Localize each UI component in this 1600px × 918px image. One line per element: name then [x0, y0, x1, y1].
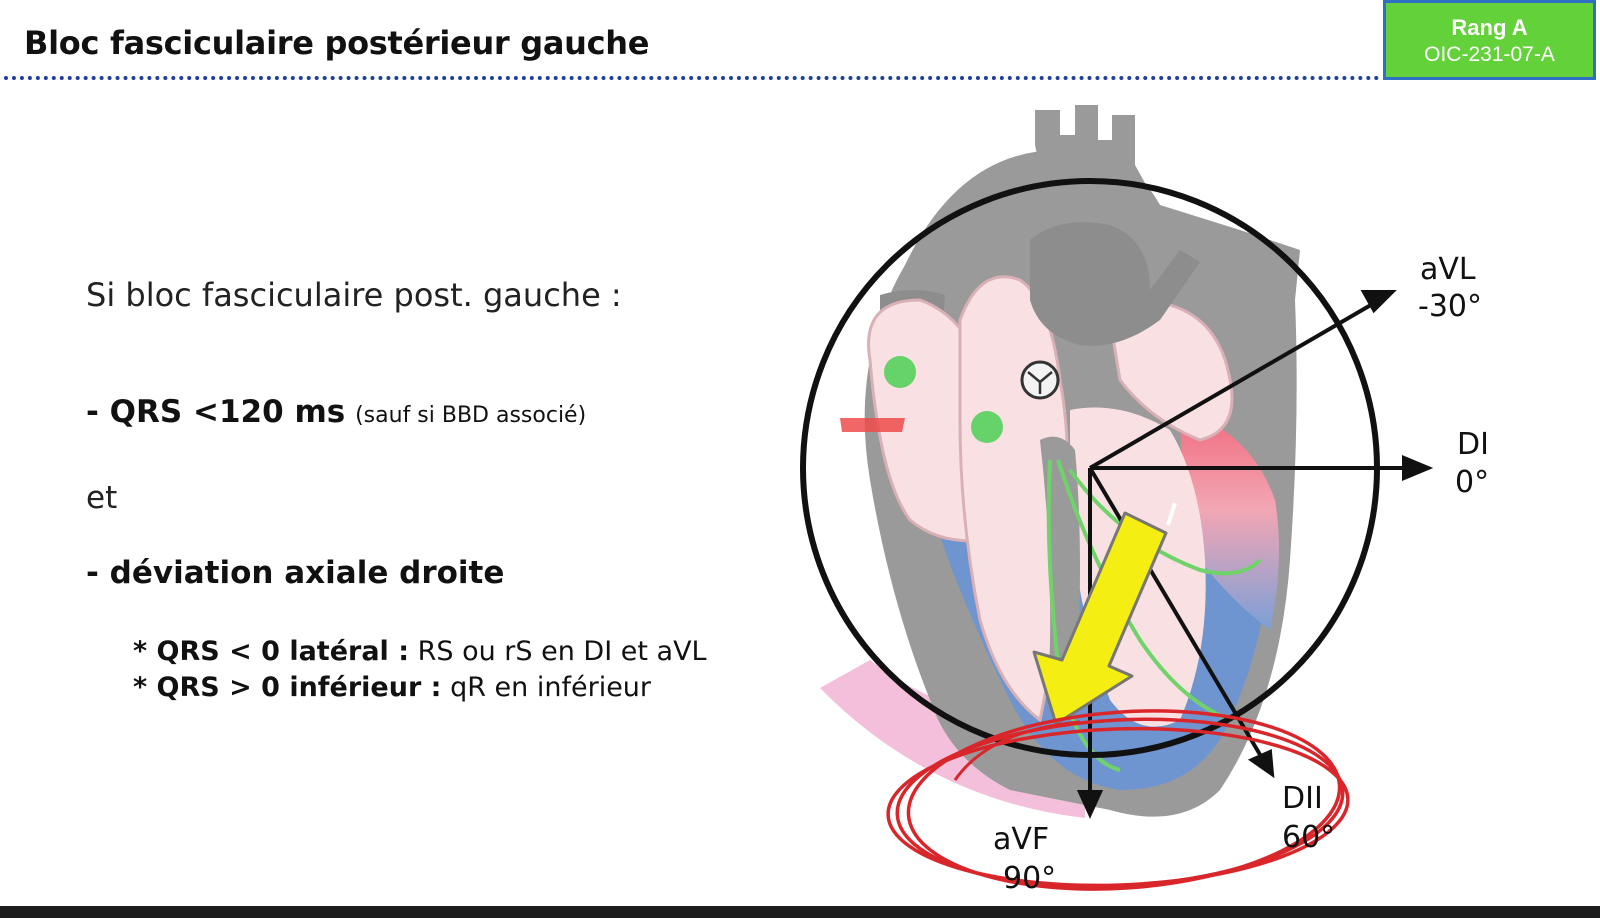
label-dii: DII: [1282, 781, 1323, 816]
bottom-bar: [0, 906, 1600, 918]
av-node: [971, 411, 1003, 443]
arrowhead-dii: [1252, 752, 1272, 774]
label-dii-angle: 60°: [1282, 820, 1335, 855]
arrowhead-di: [1404, 458, 1428, 478]
red-marker: [840, 418, 905, 432]
label-avf-angle: 90°: [1003, 861, 1056, 896]
label-avf: aVF: [993, 822, 1049, 857]
sinus-node: [884, 356, 916, 388]
label-avl-angle: -30°: [1418, 289, 1482, 324]
aorta-vessels: [1035, 105, 1160, 215]
label-di: DI: [1457, 427, 1489, 462]
label-avl: aVL: [1420, 252, 1476, 287]
label-di-angle: 0°: [1455, 465, 1489, 500]
